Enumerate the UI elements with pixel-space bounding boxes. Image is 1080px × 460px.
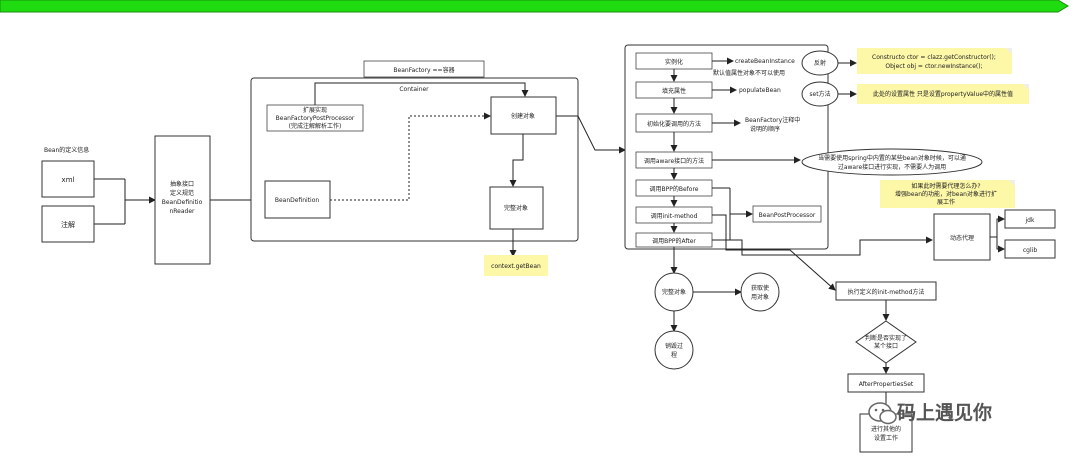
proxy-note [880,180,1015,208]
dynamic-proxy-label: 动态代理 [950,234,974,242]
obtain-circle [740,272,780,312]
destroy-circle [654,330,694,370]
bean-definition-box [264,180,331,219]
reader-line-2: 定义规范 [170,189,194,197]
create-to-lifecycle-line [556,115,626,154]
beanfactory-label: BeanFactory ==容器 [393,66,454,74]
proxy-question-link [712,236,933,256]
destroy-line-1: 销毁过 [665,342,683,350]
top-banner-arrow [0,0,1069,13]
proxy-to-jdk [990,215,1005,238]
init-method-to-exec [712,214,836,291]
check-line-1: 判断是否实现了 [865,334,907,342]
after-props-label: AfterPropertiesSet [859,381,914,388]
complete-object-box [489,186,544,230]
set-method-label: set方法 [809,90,830,98]
bf-note-line-1: BeanFactory注释中 [745,116,800,124]
proxy-to-cglib [996,237,1005,253]
init-method-label: 调用init-method [651,212,698,220]
complete-object-label: 完整对象 [504,204,528,212]
reflect-label: 反射 [814,59,826,67]
populate-bean-label: populateBean [739,87,781,94]
aware-note-ellipse [801,148,983,176]
bpp-after-label: 调用BPP的After [652,237,696,245]
annotation-label: 注解 [61,220,75,229]
ctor-note-line-2: Object obj = ctor.newInstance(); [885,63,982,70]
check-diamond [855,320,917,364]
aware-note-line-1: 当需要使用spring中内置的某些bean对象时候，可以通 [818,154,966,162]
reader-line-1: 抽象接口 [170,180,194,188]
check-line-2: 某个接口 [874,342,898,350]
getbean-label: context.getBean [491,263,541,270]
extra-line-1: 进行其他的 [871,425,901,433]
bd-to-create-dotted [330,112,491,201]
obtain-line-2: 用对象 [751,293,769,301]
reader-line-3: BeanDefinitio [162,199,203,206]
reader-line-4: nReader [169,208,195,215]
reader-box [154,135,211,265]
extra-line-2: 设置工作 [874,434,898,442]
ctor-note [857,48,1012,74]
getbean-note [484,255,548,276]
set-note-label: 此处的设置属性 只是设置propertyValue中的属性值 [873,90,1013,98]
bfpp-line-2: BeanFactoryPostProcessor [276,115,355,122]
ctor-note-line-1: Constructo ctor = clazz.getConstructor()… [872,54,996,61]
bpp-label: BeanPostProcessor [759,212,816,219]
xml-box [41,160,95,198]
aware-note-line-2: 过aware接口进行实现，不需要人为调用 [838,163,946,171]
set-note-fold [1023,84,1029,90]
create-to-complete-line [509,134,524,187]
wechat-logo-icon [868,402,897,425]
bean-definition-info-title: Bean的定义信息 [44,146,89,154]
create-object-box [490,96,557,135]
jdk-box [1004,209,1056,229]
proxy-note-line-2: 增强bean的功能，对bean对象进行扩 [895,190,997,198]
container-title: Container [399,86,429,93]
cglib-label: cglib [1023,247,1037,254]
destroy-line-2: 程 [671,351,677,359]
proxy-note-line-3: 展工作 [937,198,955,206]
annotation-box [41,205,95,243]
set-note [857,84,1029,104]
bpp-box [752,205,822,223]
watermark-text: 码上遇见你 [897,401,992,424]
beanfactory-label-box [363,60,485,78]
aware-label: 调用aware接口的方法 [644,157,704,165]
create-object-label: 创建对象 [511,112,535,120]
obtain-line-1: 获取使 [751,284,769,292]
ctor-note-fold [1006,48,1012,54]
bfpp-line-3: (完成注解解析工作) [289,122,342,130]
bfpp-line-1: 扩展实现 [303,106,327,114]
create-instance-label: createBeanInstance [735,58,795,65]
populate-label: 填充属性 [662,87,686,95]
init-called-label: 初始化要调用的方法 [647,120,701,128]
bpp-before-label: 调用BPP的Before [650,185,699,193]
bean-definition-label: BeanDefinition [275,197,320,204]
proxy-note-line-1: 如果此时需要代理怎么办? [911,182,980,190]
bfpp-to-create-line [314,82,529,105]
instantiate-label: 实例化 [665,58,683,66]
default-props-label: 默认值属性对象不可以使用 [713,69,785,77]
proxy-note-fold [1009,180,1015,186]
exec-init-label: 执行定义的init-method方法 [848,288,925,296]
jdk-label: jdk [1025,217,1035,224]
bf-note-line-2: 说明的顺序 [750,125,780,133]
bfpp-box [266,104,364,132]
xml-label: xml [62,176,75,184]
complete-object-circle-label: 完整对象 [662,288,686,296]
cglib-box [1004,239,1056,259]
